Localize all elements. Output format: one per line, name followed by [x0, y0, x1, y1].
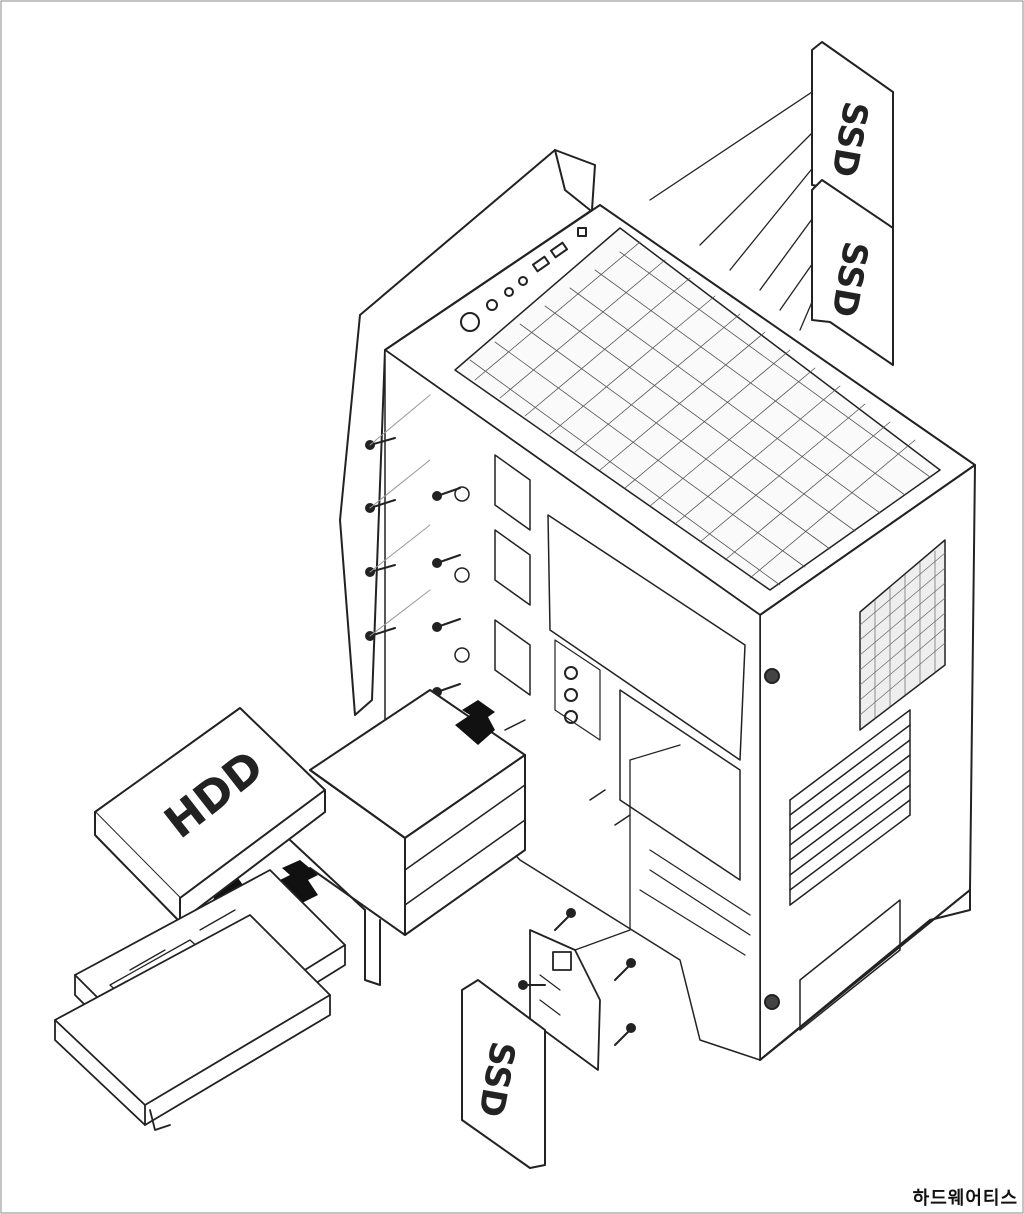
- screw-icon: [432, 554, 461, 568]
- ssd-card-top-2: SSD: [811, 179, 894, 366]
- front-fans: [454, 454, 531, 696]
- watermark: 하드웨어티스: [912, 1188, 1018, 1209]
- mic-jack-icon: [518, 276, 528, 286]
- top-mesh-grid: [469, 241, 931, 586]
- ssd-leader-lines: [649, 89, 881, 331]
- screw-icon: [432, 618, 461, 632]
- usb-port-icon: [531, 255, 551, 273]
- ssd-bracket: [529, 744, 681, 1071]
- screw-icon: [614, 1023, 636, 1046]
- audio-jack-icon: [504, 287, 514, 297]
- ssd-card-bottom: SSD: [461, 979, 546, 1169]
- screw-icon: [518, 980, 546, 990]
- pci-slots: [789, 709, 911, 906]
- arrow-icon: [455, 700, 495, 745]
- usb-c-port-icon: [577, 227, 587, 237]
- reset-button-icon: [486, 299, 498, 311]
- arrow-icon: [270, 860, 318, 905]
- power-icon: [460, 312, 480, 332]
- front-screws: [365, 394, 461, 697]
- hdd-drive: HDD: [94, 707, 326, 923]
- screw-icon: [554, 908, 576, 931]
- pc-case: [339, 149, 976, 1061]
- bracket-screws: [518, 908, 636, 1046]
- screw-icon: [432, 487, 461, 501]
- screw-icon: [614, 958, 636, 981]
- usb-port-icon: [549, 241, 569, 259]
- hdd-tray-lower: [54, 914, 331, 1131]
- front-io-panel: [460, 227, 587, 332]
